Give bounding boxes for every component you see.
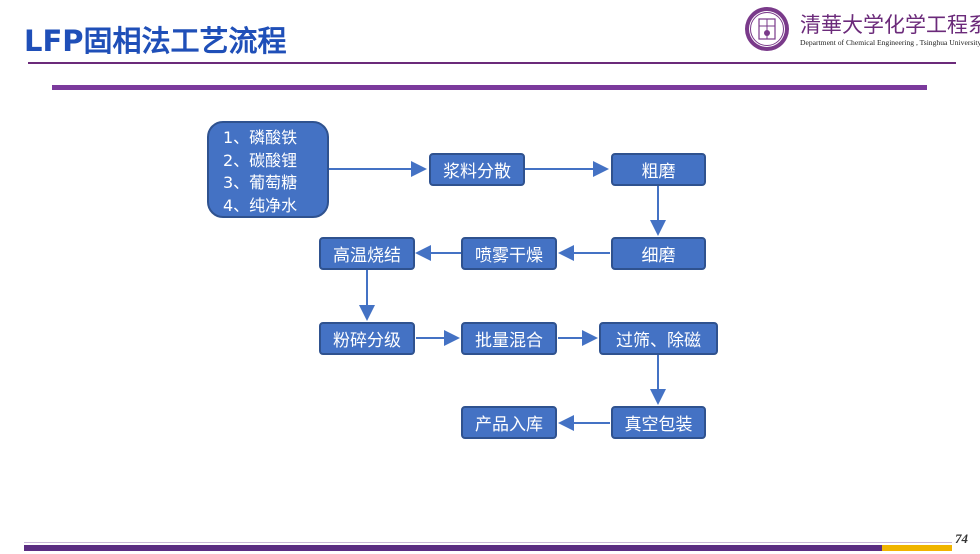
step-spray-drying: 喷雾干燥 [461, 237, 557, 270]
raw-materials-box: 1、磷酸铁 2、碳酸锂 3、葡萄糖 4、纯净水 [207, 121, 329, 218]
brand-name-english: Department of Chemical Engineering , Tsi… [800, 38, 980, 47]
university-logo: 清華大学化学工程系 Department of Chemical Enginee… [744, 6, 980, 52]
material-item: 3、葡萄糖 [223, 173, 298, 192]
step-coarse-grinding: 粗磨 [611, 153, 706, 186]
step-batch-mixing: 批量混合 [461, 322, 557, 355]
footer-divider [24, 542, 952, 543]
step-high-temp-sintering: 高温烧结 [319, 237, 415, 270]
tsinghua-seal-icon [745, 7, 789, 51]
footer-bar-purple [24, 545, 882, 551]
step-crushing-grading: 粉碎分级 [319, 322, 415, 355]
page-title: LFP固相法工艺流程 [24, 24, 287, 58]
header-divider [28, 62, 956, 64]
step-product-storage: 产品入库 [461, 406, 557, 439]
brand-name-chinese: 清華大学化学工程系 [800, 13, 980, 37]
page-number: 74 [955, 531, 968, 546]
footer-bar-gold [882, 545, 952, 551]
accent-bar [52, 85, 927, 90]
material-item: 1、磷酸铁 [223, 128, 298, 147]
step-vacuum-packaging: 真空包装 [611, 406, 706, 439]
material-item: 2、碳酸锂 [223, 150, 298, 170]
step-sieving-demagnetizing: 过筛、除磁 [599, 322, 718, 355]
material-item: 4、纯净水 [223, 195, 298, 215]
step-slurry-dispersion: 浆料分散 [429, 153, 525, 186]
step-fine-grinding: 细磨 [611, 237, 706, 270]
